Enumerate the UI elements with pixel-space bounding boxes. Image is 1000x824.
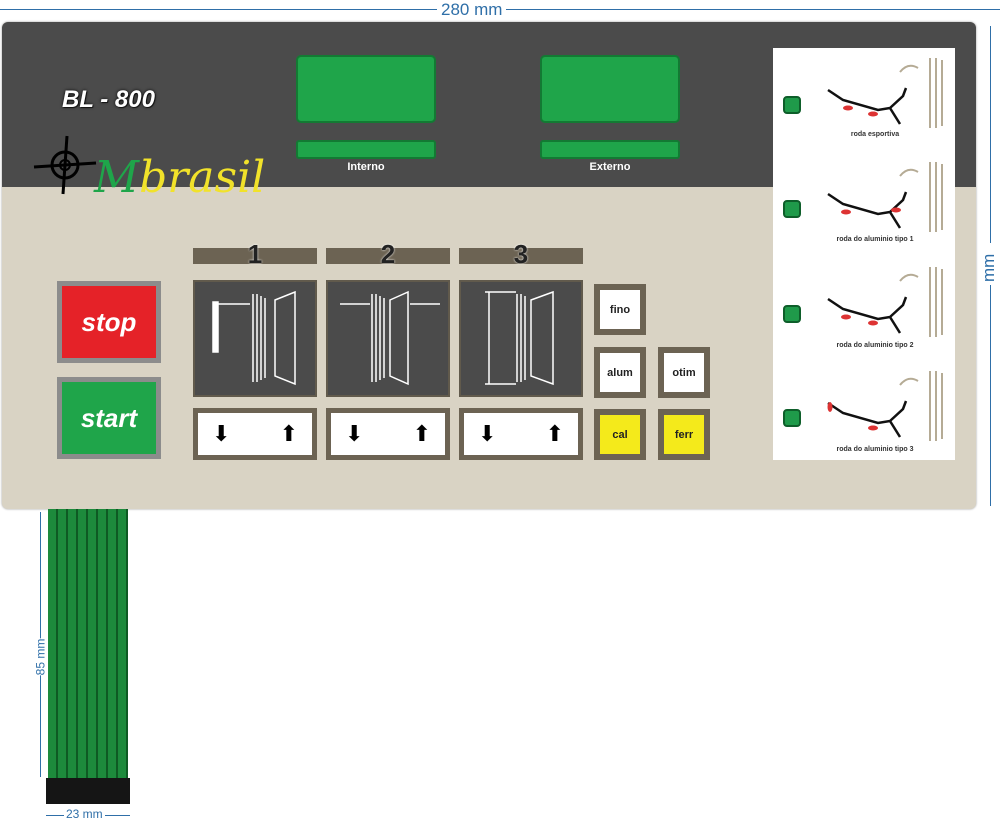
ferr-key[interactable]: ferr [658, 409, 710, 460]
crosshair-logo-icon [33, 135, 97, 195]
group-number: 1 [247, 239, 263, 269]
group-3-adjust-keys[interactable]: ⬇⬆ [459, 408, 583, 460]
start-button[interactable]: start [57, 377, 161, 459]
wheel-profile-icons [827, 58, 943, 441]
cable-connector [46, 778, 130, 804]
group-2-header: 2 [326, 239, 450, 269]
fino-label: fino [600, 290, 640, 329]
stop-label: stop [62, 286, 156, 358]
width-dimension-label: 280 mm [437, 0, 507, 20]
width-measure-key[interactable] [326, 280, 450, 397]
display-externo [540, 55, 680, 123]
group-2-adjust-keys[interactable]: ⬇⬆ [326, 408, 450, 460]
model-label: BL - 800 [62, 86, 155, 113]
ferr-label: ferr [664, 415, 704, 454]
display-interno [296, 55, 436, 123]
otim-key[interactable]: otim [658, 347, 710, 398]
group-number: 2 [380, 239, 396, 269]
diameter-gauge-icon [485, 290, 554, 386]
group-1-adjust-keys[interactable]: ⬇⬆ [193, 408, 317, 460]
width-gauge-icon [340, 290, 440, 386]
group-number: 3 [513, 239, 529, 269]
group-3-header: 3 [459, 239, 583, 269]
decrease-arrow-icon[interactable]: ⬇ [345, 421, 364, 446]
alum-label: alum [600, 353, 640, 392]
display-interno-label: Interno [347, 161, 385, 173]
wheel-type-card: roda esportiva roda do aluminio tipo 1 r… [773, 48, 955, 460]
increase-arrow-icon[interactable]: ⬆ [412, 421, 431, 446]
start-label: start [62, 382, 156, 454]
decrease-arrow-icon[interactable]: ⬇ [478, 421, 497, 446]
distance-measure-key[interactable] [193, 280, 317, 397]
ribbon-cable [48, 509, 128, 781]
keypad-panel: BL - 800 Mbrasil Interno Externo stop st… [2, 22, 976, 509]
otim-label: otim [664, 353, 704, 392]
display-externo-bar [540, 140, 680, 159]
decrease-arrow-icon[interactable]: ⬇ [212, 421, 231, 446]
cal-key[interactable]: cal [594, 409, 646, 460]
wheel-type-label-3: roda do aluminio tipo 2 [836, 342, 914, 349]
brand-logo: Mbrasil [94, 152, 266, 203]
distance-gauge-icon [212, 290, 296, 386]
fino-key[interactable]: fino [594, 284, 646, 335]
increase-arrow-icon[interactable]: ⬆ [279, 421, 298, 446]
wheel-type-label-4: roda do aluminio tipo 3 [836, 446, 914, 453]
wheel-type-led-4[interactable] [783, 409, 801, 427]
increase-arrow-icon[interactable]: ⬆ [545, 421, 564, 446]
cal-label: cal [600, 415, 640, 454]
cable-length-label: 85 mm [33, 638, 48, 676]
wheel-type-label-2: roda do aluminio tipo 1 [836, 236, 914, 243]
wheel-type-label-1: roda esportiva [850, 131, 900, 138]
wheel-type-led-1[interactable] [783, 96, 801, 114]
stop-button[interactable]: stop [57, 281, 161, 363]
wheel-type-led-2[interactable] [783, 200, 801, 218]
wheel-type-led-3[interactable] [783, 305, 801, 323]
alum-key[interactable]: alum [594, 347, 646, 398]
cable-width-label: 23 mm [64, 807, 105, 821]
display-externo-label: Externo [589, 161, 631, 173]
diameter-measure-key[interactable] [459, 280, 583, 397]
display-interno-bar [296, 140, 436, 159]
group-1-header: 1 [193, 239, 317, 269]
